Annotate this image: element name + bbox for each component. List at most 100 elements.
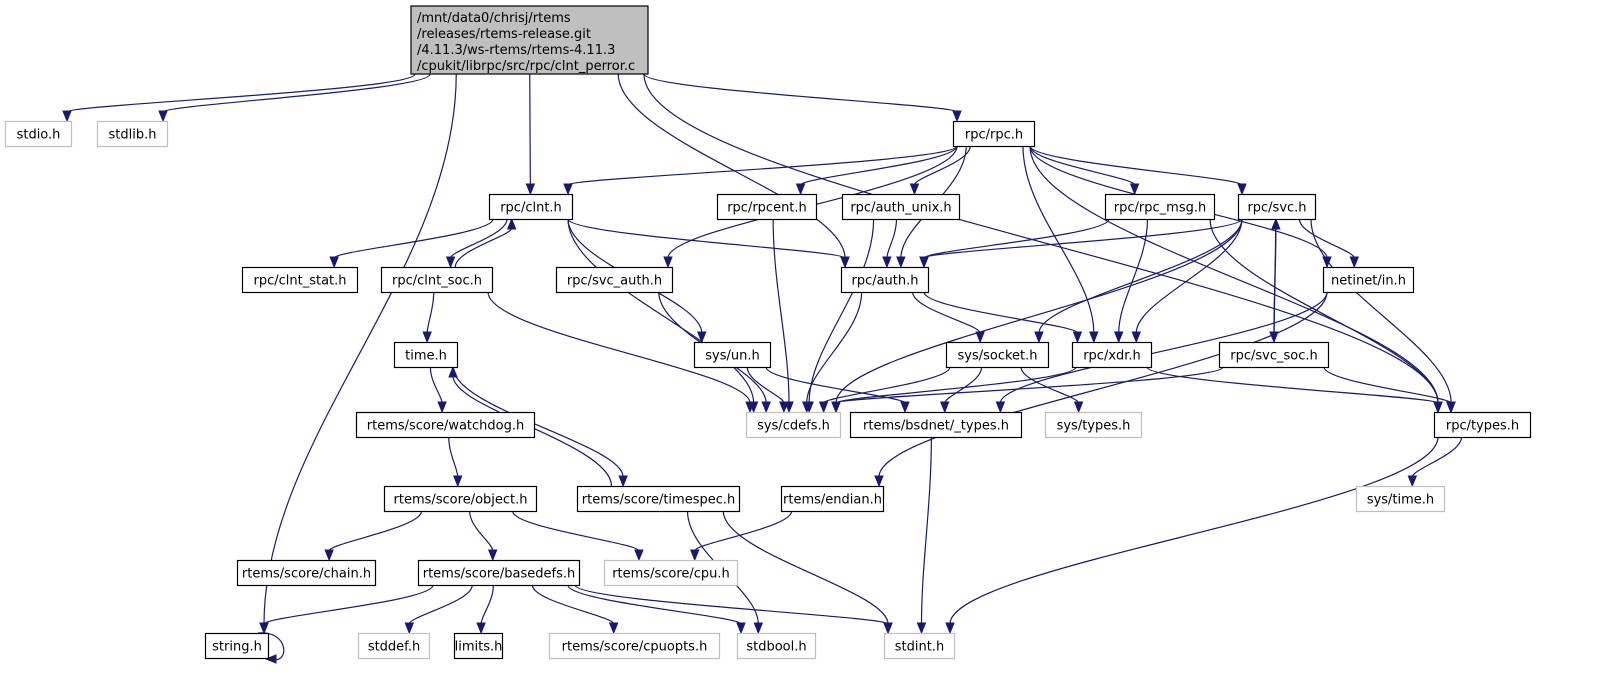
node-box[interactable]: [716, 193, 818, 221]
node-box[interactable]: [1355, 485, 1446, 513]
node-sys-time[interactable]: sys/time.h: [1355, 485, 1446, 513]
node-limits[interactable]: limits.h: [453, 632, 504, 660]
node-box[interactable]: [841, 193, 961, 221]
node-stdint[interactable]: stdint.h: [883, 632, 956, 660]
node-rpc-clnt-soc[interactable]: rpc/clnt_soc.h: [380, 266, 494, 294]
node-box[interactable]: [603, 559, 739, 587]
node-rtems-cpuopts[interactable]: rtems/score/cpuopts.h: [548, 632, 721, 660]
node-label: stdio.h: [17, 128, 61, 143]
node-box[interactable]: [945, 341, 1050, 369]
arrowhead-icon: [453, 475, 463, 488]
node-rpc-rpcent[interactable]: rpc/rpcent.h: [716, 193, 818, 221]
node-stdbool[interactable]: stdbool.h: [736, 632, 817, 660]
node-box[interactable]: [1104, 193, 1216, 221]
node-box[interactable]: [4, 120, 73, 148]
edge-rpc-svc-to-sys-cdefs: [835, 218, 1243, 404]
node-box[interactable]: [1218, 341, 1330, 369]
node-box[interactable]: [355, 411, 536, 439]
node-box[interactable]: [393, 341, 459, 369]
node-sys-socket[interactable]: sys/socket.h: [945, 341, 1050, 369]
node-label: rpc/clnt_stat.h: [253, 274, 346, 289]
node-box[interactable]: [241, 266, 359, 294]
arrowhead-icon: [634, 549, 644, 562]
edge-rpc-auth-unix-to-rpc-auth: [886, 218, 898, 259]
node-rtems-object[interactable]: rtems/score/object.h: [383, 485, 538, 513]
node-box[interactable]: [417, 559, 581, 587]
edge-rtems-basedefs-to-stddef: [408, 584, 473, 625]
node-label: rpc/rpcent.h: [727, 201, 807, 216]
node-label: stdint.h: [895, 640, 944, 655]
node-stdlib[interactable]: stdlib.h: [96, 120, 169, 148]
edge-bsdnet-types-to-stdint: [920, 436, 932, 625]
arrowhead-icon: [840, 256, 850, 269]
node-rpc-auth-unix[interactable]: rpc/auth_unix.h: [841, 193, 961, 221]
node-box[interactable]: [96, 120, 169, 148]
node-rtems-watchdog[interactable]: rtems/score/watchdog.h: [355, 411, 536, 439]
node-box[interactable]: [383, 485, 538, 513]
node-box[interactable]: [204, 632, 270, 660]
edge-rpc-svc-to-sys-socket: [1038, 218, 1243, 334]
node-rtems-cpu[interactable]: rtems/score/cpu.h: [603, 559, 739, 587]
edge-rpc-svc-to-rpc-auth: [923, 218, 1243, 259]
node-label: rpc/svc.h: [1247, 201, 1306, 216]
node-rpc-rpc-msg[interactable]: rpc/rpc_msg.h: [1104, 193, 1216, 221]
node-sys-un[interactable]: sys/un.h: [693, 341, 772, 369]
node-box[interactable]: [849, 411, 1023, 439]
node-root[interactable]: /mnt/data0/chrisj/rtems /releases/rtems-…: [410, 5, 649, 75]
node-rpc-rpc[interactable]: rpc/rpc.h: [952, 120, 1036, 148]
node-box[interactable]: [555, 266, 674, 294]
node-box[interactable]: [548, 632, 721, 660]
arrowhead-icon: [563, 183, 573, 196]
node-rtems-chain[interactable]: rtems/score/chain.h: [236, 559, 377, 587]
node-label: rtems/score/chain.h: [242, 567, 371, 582]
node-box[interactable]: [380, 266, 494, 294]
node-box[interactable]: [1071, 341, 1153, 369]
node-rpc-auth[interactable]: rpc/auth.h: [840, 266, 930, 294]
node-rpc-svc-auth[interactable]: rpc/svc_auth.h: [555, 266, 674, 294]
node-box[interactable]: [236, 559, 377, 587]
node-rpc-svc[interactable]: rpc/svc.h: [1237, 193, 1317, 221]
node-rpc-clnt-stat[interactable]: rpc/clnt_stat.h: [241, 266, 359, 294]
node-netinet-in[interactable]: netinet/in.h: [1322, 266, 1415, 294]
node-rtems-timespec[interactable]: rtems/score/timespec.h: [576, 485, 741, 513]
node-box[interactable]: [952, 120, 1036, 148]
arrowhead-icon: [608, 622, 619, 635]
node-label: sys/un.h: [705, 349, 759, 364]
node-rpc-types[interactable]: rpc/types.h: [1433, 411, 1532, 439]
node-box[interactable]: [736, 632, 817, 660]
node-sys-types[interactable]: sys/types.h: [1044, 411, 1143, 439]
node-box[interactable]: [1044, 411, 1143, 439]
node-box[interactable]: [693, 341, 772, 369]
node-rtems-endian[interactable]: rtems/endian.h: [780, 485, 885, 513]
node-box[interactable]: [1433, 411, 1532, 439]
node-rpc-xdr[interactable]: rpc/xdr.h: [1071, 341, 1153, 369]
node-label: rtems/score/watchdog.h: [367, 419, 524, 434]
node-box[interactable]: [576, 485, 741, 513]
node-time[interactable]: time.h: [393, 341, 459, 369]
edge-rpc-rpc-msg-to-rpc-types: [1209, 218, 1439, 404]
node-box[interactable]: [780, 485, 885, 513]
node-box[interactable]: [883, 632, 956, 660]
edge-rtems-object-to-rtems-basedefs: [469, 510, 494, 552]
node-box[interactable]: [745, 411, 842, 439]
node-bsdnet-types[interactable]: rtems/bsdnet/_types.h: [849, 411, 1023, 439]
root-node-box[interactable]: [410, 5, 649, 75]
node-label: rpc/rpc.h: [965, 128, 1023, 143]
node-string[interactable]: string.h: [204, 632, 270, 660]
node-box[interactable]: [453, 632, 504, 660]
node-box[interactable]: [1322, 266, 1415, 294]
node-box[interactable]: [1237, 193, 1317, 221]
arrowhead-icon: [1113, 331, 1124, 344]
arrowhead-icon: [1407, 475, 1418, 488]
node-box[interactable]: [840, 266, 930, 294]
root-node-line: /releases/rtems-release.git: [417, 27, 591, 42]
node-stddef[interactable]: stddef.h: [357, 632, 431, 660]
node-box[interactable]: [357, 632, 431, 660]
node-box[interactable]: [488, 193, 574, 221]
node-sys-cdefs[interactable]: sys/cdefs.h: [745, 411, 842, 439]
edge-rpc-clnt-to-rpc-clnt-stat: [333, 218, 494, 259]
node-rpc-clnt[interactable]: rpc/clnt.h: [488, 193, 574, 221]
node-rtems-basedefs[interactable]: rtems/score/basedefs.h: [417, 559, 581, 587]
node-stdio[interactable]: stdio.h: [4, 120, 73, 148]
node-rpc-svc-soc[interactable]: rpc/svc_soc.h: [1218, 341, 1330, 369]
